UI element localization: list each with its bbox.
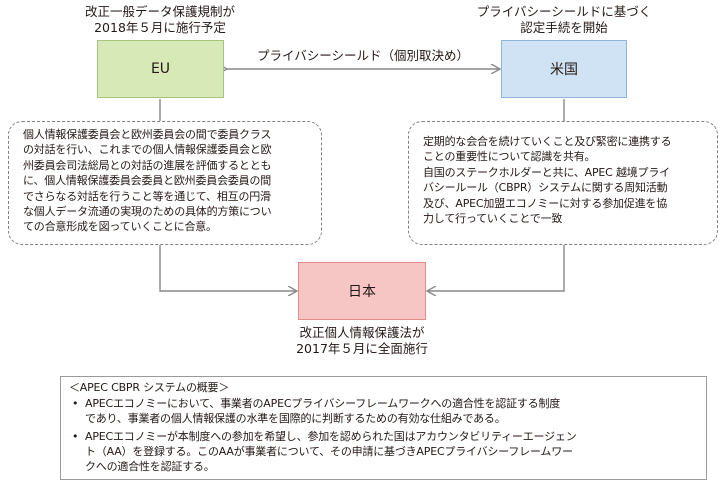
- us-japan-note-line: 定期的な会合を続けていくこと及び緊密に連携する: [423, 135, 672, 148]
- summary-bullet-line: APECエコノミーにおいて、事業者のAPECプライバシーフレームワークへの適合性…: [85, 397, 561, 411]
- us-caption-line-2: 認定手続を開始: [520, 20, 608, 35]
- eu-japan-note-line: 州委員会司法総局との対話の進展を評価するととも: [23, 158, 272, 172]
- apec-cbpr-summary: ＜APEC CBPR システムの概要＞ APECエコノミーにおいて、事業者のAP…: [60, 376, 707, 480]
- us-japan-note-line: バシールール（CBPR）システムに関する周知活動: [423, 181, 668, 195]
- japan-node: 日本: [298, 262, 426, 320]
- summary-bullet-line: であり、事業者の個人情報保護の水準を国際的に判断するための有効な仕組みである。: [85, 412, 506, 426]
- us-japan-note-line: 力して行っていくことで一致: [423, 212, 563, 226]
- us-node: 米国: [501, 40, 627, 98]
- us-japan-note-line: 及び、APEC加盟エコノミーに対する参加促進を協: [423, 196, 667, 210]
- us-japan-note: 定期的な会合を続けていくこと及び緊密に連携する ことの重要性について認識を共有。…: [408, 121, 718, 245]
- eu-japan-note-line: に、個人情報保護委員会委員と欧州委員会委員の間: [23, 174, 272, 188]
- privacy-shield-label: プライバシーシールド（個別取決め）: [256, 48, 469, 63]
- japan-caption-line-2: 2017年５月に全面施行: [296, 341, 428, 356]
- eu-caption-line-2: 2018年５月に施行予定: [94, 20, 226, 35]
- eu-japan-note: 個人情報保護委員会と欧州委員会の間で委員クラス の対話を行い、これまでの個人情報…: [8, 121, 322, 245]
- us-japan-note-line: ことの重要性について認識を共有。: [423, 150, 596, 164]
- summary-bullet: APECエコノミーが本制度への参加を希望し、参加を認められた国はアカウンタビリテ…: [69, 429, 700, 475]
- eu-japan-note-line: でさらなる対話を行うこと等を通じて、相互の円滑: [23, 189, 271, 203]
- eu-caption: 改正一般データ保護規制が 2018年５月に施行予定: [40, 4, 280, 36]
- japan-caption-line-1: 改正個人情報保護法が: [299, 325, 425, 340]
- summary-bullet-line: クへの適合性を認証する。: [85, 460, 215, 474]
- summary-bullet-line: ト（AA）を登録する。このAAが事業者について、その申請に基づきAPECプライバ…: [85, 444, 573, 458]
- us-japan-note-line: 自国のステークホルダーと共に、APEC 越境プライ: [423, 165, 670, 179]
- us-caption: プライバシーシールドに基づく 認定手続を開始: [444, 4, 684, 36]
- summary-bullet-line: APECエコノミーが本制度への参加を希望し、参加を認められた国はアカウンタビリテ…: [85, 429, 577, 443]
- japan-node-label: 日本: [348, 284, 376, 300]
- us-caption-line-1: プライバシーシールドに基づく: [476, 4, 652, 19]
- eu-japan-note-line: な個人データ流通の実現のための具体的方策につい: [23, 205, 272, 219]
- summary-list: APECエコノミーにおいて、事業者のAPECプライバシーフレームワークへの適合性…: [69, 396, 700, 474]
- summary-bullet: APECエコノミーにおいて、事業者のAPECプライバシーフレームワークへの適合性…: [69, 396, 700, 426]
- eu-node: EU: [97, 40, 224, 98]
- eu-japan-note-line: 個人情報保護委員会と欧州委員会の間で委員クラス: [23, 128, 272, 141]
- eu-node-label: EU: [150, 61, 171, 77]
- eu-caption-line-1: 改正一般データ保護規制が: [84, 4, 235, 19]
- us-node-label: 米国: [550, 62, 578, 78]
- japan-caption: 改正個人情報保護法が 2017年５月に全面施行: [242, 325, 482, 357]
- eu-japan-note-line: ての合意形成を図っていくことに合意。: [23, 220, 217, 234]
- summary-title: ＜APEC CBPR システムの概要＞: [69, 381, 230, 394]
- eu-japan-note-line: の対話を行い、これまでの個人情報保護委員会と欧: [23, 143, 272, 157]
